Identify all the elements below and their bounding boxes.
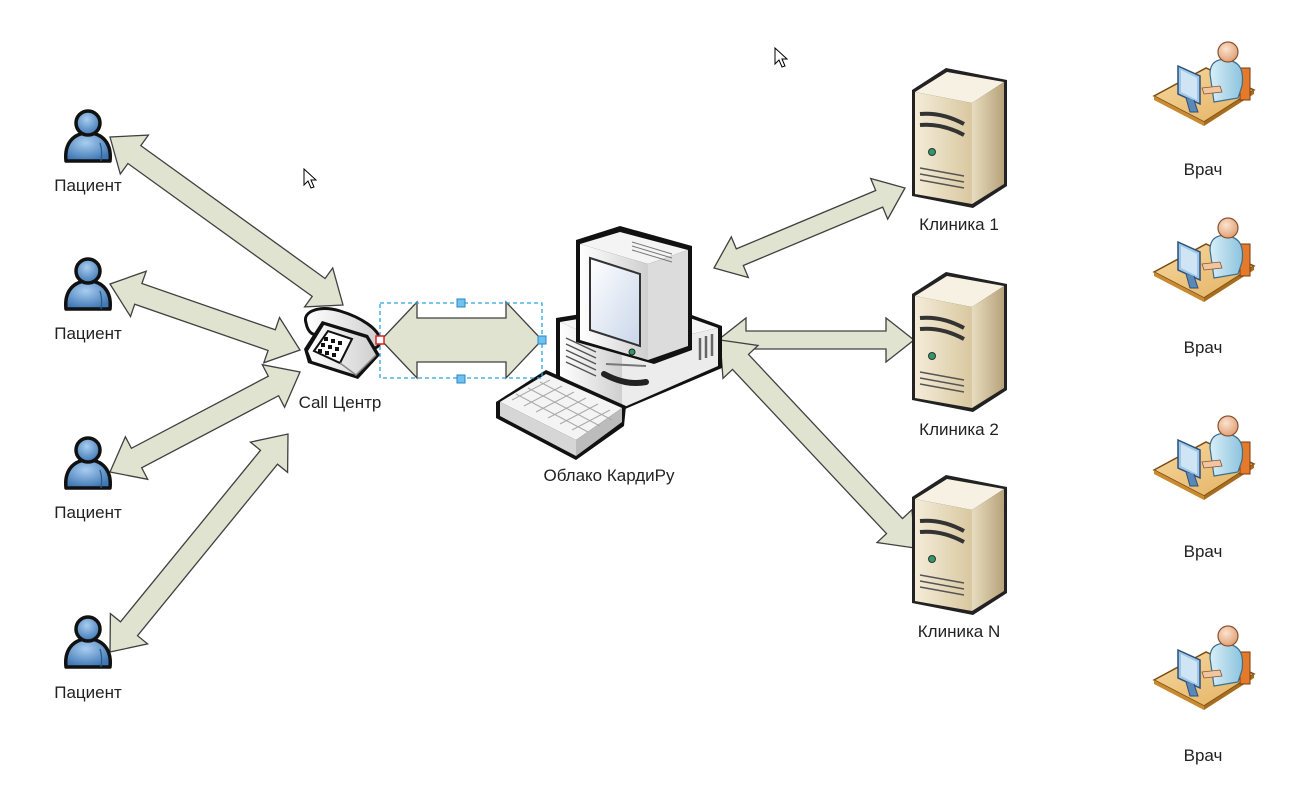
patient-node-3[interactable] (63, 436, 113, 490)
patient-icon (63, 436, 113, 490)
mouse-cursor-icon (303, 168, 317, 189)
clinic-node-1[interactable] (910, 66, 1009, 210)
connection-point-glued[interactable] (375, 335, 385, 345)
doctor-workstation-icon (1153, 217, 1255, 303)
keyboard-icon (496, 370, 626, 460)
computer-icon (556, 226, 722, 412)
bidirectional-arrow[interactable] (713, 177, 906, 279)
bidirectional-arrow[interactable] (109, 363, 301, 481)
patient-node-2[interactable] (63, 257, 113, 311)
call-center-node[interactable] (304, 307, 382, 379)
selection-frame[interactable] (375, 298, 547, 384)
doctor-node-2[interactable] (1153, 217, 1255, 303)
bidirectional-arrow[interactable] (109, 134, 344, 308)
clinic-node-2[interactable] (910, 270, 1009, 414)
doctor-label-4: Врач (1183, 746, 1223, 765)
patient-icon (63, 615, 113, 669)
doctor-workstation-icon (1153, 415, 1255, 501)
doctor-label-1: Врач (1183, 160, 1223, 179)
patient-node-1[interactable] (63, 109, 113, 163)
patient-label-2: Пациент (54, 324, 122, 343)
mouse-cursor-icon (774, 47, 788, 68)
patient-label-1: Пациент (54, 176, 122, 195)
call-center-label: Call Центр (298, 393, 382, 412)
doctor-node-4[interactable] (1153, 625, 1255, 711)
server-icon (910, 270, 1009, 414)
resize-handle-bottom[interactable] (456, 374, 466, 384)
doctor-node-1[interactable] (1153, 41, 1255, 127)
resize-handle-top[interactable] (456, 298, 466, 308)
selected-bidirectional-arrow[interactable] (380, 300, 543, 380)
connection-arrows (109, 134, 916, 653)
doctor-workstation-icon (1153, 625, 1255, 711)
clinic-label-1: Клиника 1 (919, 215, 999, 234)
server-icon (910, 66, 1009, 210)
cloud-node[interactable] (496, 226, 722, 460)
patient-node-4[interactable] (63, 615, 113, 669)
doctor-label-3: Врач (1183, 542, 1223, 561)
patient-icon (63, 257, 113, 311)
doctor-label-2: Врач (1183, 338, 1223, 357)
patient-label-3: Пациент (54, 503, 122, 522)
doctor-node-3[interactable] (1153, 415, 1255, 501)
bidirectional-arrow[interactable] (109, 270, 301, 364)
patient-icon (63, 109, 113, 163)
clinic-label-2: Клиника 2 (919, 420, 999, 439)
clinic-node-N[interactable] (910, 473, 1009, 617)
patient-label-4: Пациент (54, 683, 122, 702)
bidirectional-arrow[interactable] (109, 433, 289, 653)
clinic-label-N: Клиника N (917, 622, 1001, 641)
server-icon (910, 473, 1009, 617)
doctor-workstation-icon (1153, 41, 1255, 127)
bidirectional-arrow[interactable] (719, 339, 916, 549)
resize-handle-right[interactable] (537, 335, 547, 345)
telephone-icon (304, 307, 382, 379)
cloud-label: Облако КардиРу (543, 466, 675, 485)
